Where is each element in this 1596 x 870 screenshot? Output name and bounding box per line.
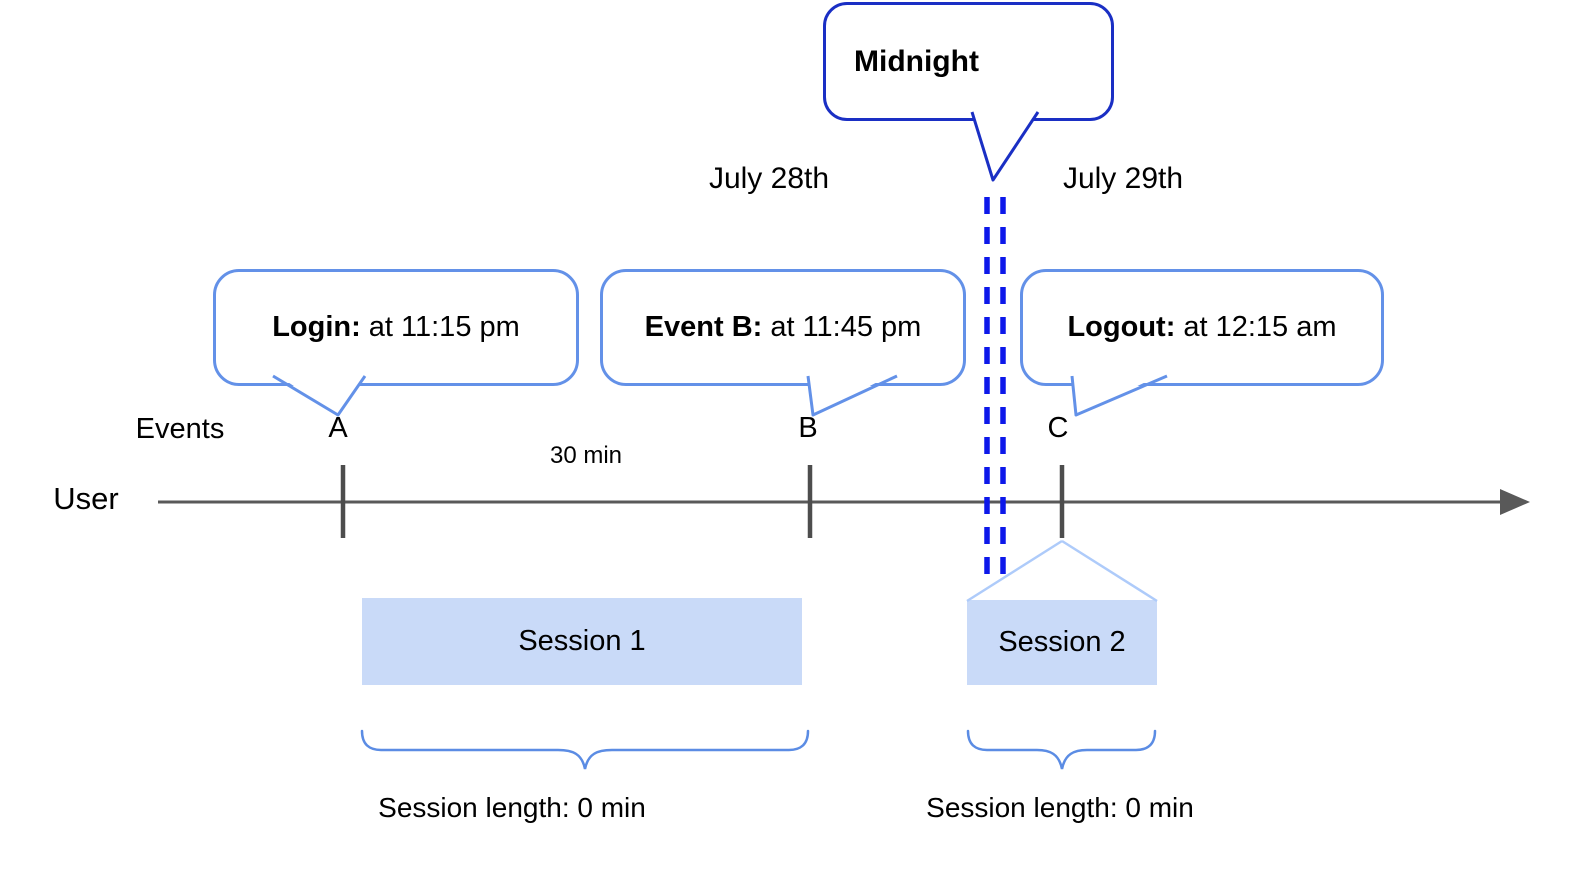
session-2-brace [966, 729, 1157, 770]
session-2-connector-lines [966, 539, 1158, 603]
session-2-box: Session 2 [967, 600, 1157, 685]
callout-event-b-time: at 11:45 pm [770, 311, 922, 343]
date-label-july-28: July 28th [708, 162, 830, 195]
session-2-label: Session 2 [998, 626, 1126, 658]
user-axis-label: User [53, 481, 119, 516]
midnight-label: Midnight [854, 44, 979, 78]
session-1-box: Session 1 [362, 598, 802, 685]
date-label-july-29: July 29th [1062, 162, 1184, 195]
session-2-length-label: Session length: 0 min [926, 792, 1194, 823]
session-1-length-label: Session length: 0 min [378, 792, 646, 823]
event-mark-b: B [798, 412, 818, 444]
callout-event-b-title: Event B: [644, 311, 763, 343]
callout-event-b: Event B: at 11:45 pm [600, 269, 966, 386]
midnight-callout-bubble: Midnight [823, 2, 1114, 121]
events-row-label: Events [135, 413, 225, 445]
callout-login: Login: at 11:15 pm [213, 269, 579, 386]
interval-label-30-min: 30 min [549, 442, 623, 469]
callout-logout-title: Logout: [1067, 311, 1176, 343]
session-1-brace [360, 729, 810, 770]
callout-login-title: Login: [272, 311, 361, 343]
event-mark-c: C [1047, 412, 1069, 444]
callout-logout-time: at 12:15 am [1183, 311, 1337, 343]
session-1-label: Session 1 [518, 625, 646, 657]
timeline-arrow-icon [1500, 489, 1530, 515]
event-mark-a: A [328, 412, 348, 444]
callout-login-time: at 11:15 pm [368, 311, 520, 343]
callout-logout: Logout: at 12:15 am [1020, 269, 1384, 386]
